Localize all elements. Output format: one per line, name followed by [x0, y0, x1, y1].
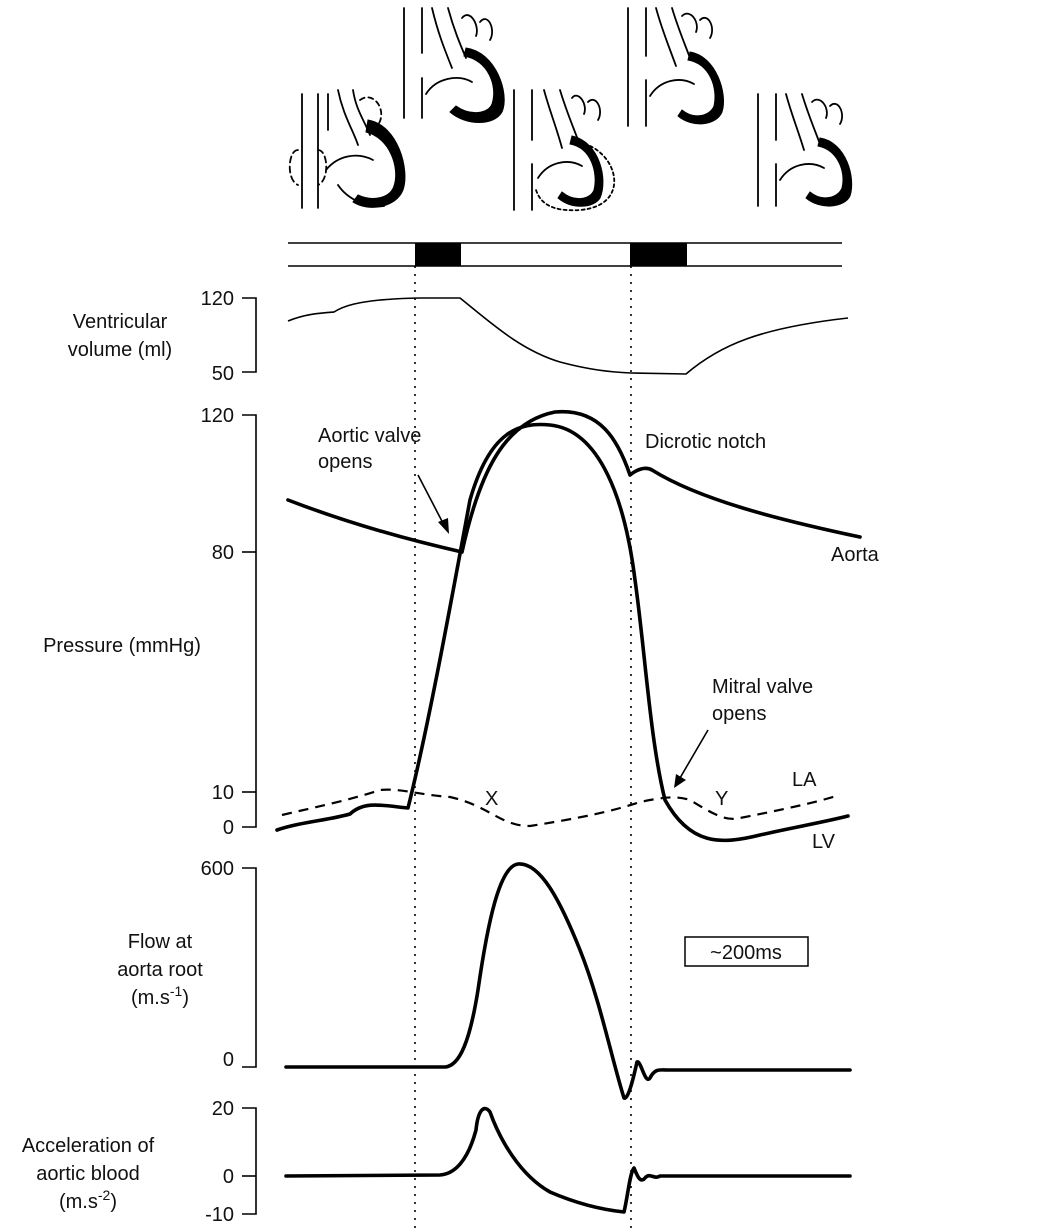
isovolumetric-contraction-block — [415, 243, 461, 266]
accel-tick-0: 0 — [223, 1166, 234, 1188]
mitral-valve-label-line2: opens — [712, 703, 767, 725]
accel-ylabel-line3: (m.s-2) — [59, 1187, 117, 1213]
acceleration-panel: Acceleration of aortic blood (m.s-2) 20 … — [22, 1098, 852, 1226]
accel-tick-20: 20 — [212, 1098, 234, 1120]
heart-isovolumetric-contraction-icon — [403, 7, 505, 123]
flow-ylabel: Flow at — [128, 931, 193, 953]
flow-tick-0: 0 — [223, 1049, 234, 1071]
pressure-tick-120: 120 — [201, 405, 234, 427]
accel-ylabel: Acceleration of — [22, 1135, 155, 1157]
lv-pressure-curve — [275, 422, 850, 843]
pressure-tick-0: 0 — [223, 817, 234, 839]
volume-tick-50: 50 — [212, 363, 234, 385]
accel-tick-minus10: -10 — [205, 1204, 234, 1226]
isovolumetric-relaxation-block — [630, 243, 687, 266]
flow-ylabel-line2: aorta root — [117, 959, 203, 981]
accel-ylabel-line2: aortic blood — [36, 1163, 139, 1185]
la-series-label: LA — [792, 769, 817, 791]
flow-ylabel-line3: (m.s-1) — [131, 983, 189, 1009]
aorta-series-label: Aorta — [831, 544, 880, 566]
acceleration-curve — [284, 1106, 852, 1214]
volume-ylabel: Ventricular — [73, 311, 168, 333]
aortic-valve-label: Aortic valve — [318, 425, 421, 447]
volume-curve — [287, 297, 849, 375]
lv-series-label: LV — [812, 831, 836, 853]
heart-filling-icon — [757, 93, 853, 207]
y-wave-label: Y — [715, 788, 728, 810]
time-scale-label: ~200ms — [710, 942, 782, 964]
pressure-tick-80: 80 — [212, 542, 234, 564]
aortic-valve-arrowhead — [438, 518, 449, 534]
mitral-valve-arrowhead — [674, 774, 686, 788]
flow-panel: Flow at aorta root (m.s-1) 600 0 ~200ms — [117, 858, 852, 1100]
la-pressure-curve — [281, 788, 841, 828]
pressure-ylabel: Pressure (mmHg) — [43, 635, 201, 657]
time-scale-box — [684, 936, 809, 967]
heart-isovolumetric-relaxation-icon — [627, 7, 724, 127]
pressure-panel: Pressure (mmHg) 120 80 10 0 Aortic valve… — [43, 405, 880, 853]
mitral-valve-label: Mitral valve — [712, 676, 813, 698]
pressure-tick-10: 10 — [212, 782, 234, 804]
heart-atrial-contraction-icon — [288, 89, 406, 209]
dicrotic-notch-label: Dicrotic notch — [645, 431, 766, 453]
volume-tick-120: 120 — [201, 288, 234, 310]
volume-ylabel-line2: volume (ml) — [68, 339, 172, 361]
heart-ejection-icon — [513, 89, 616, 212]
aortic-valve-label-line2: opens — [318, 451, 373, 473]
volume-panel: Ventricular volume (ml) 120 50 — [68, 288, 849, 385]
flow-curve — [284, 862, 852, 1100]
aorta-pressure-curve — [286, 409, 862, 554]
flow-tick-600: 600 — [201, 858, 234, 880]
phase-bar — [288, 242, 842, 267]
x-wave-label: X — [485, 788, 498, 810]
